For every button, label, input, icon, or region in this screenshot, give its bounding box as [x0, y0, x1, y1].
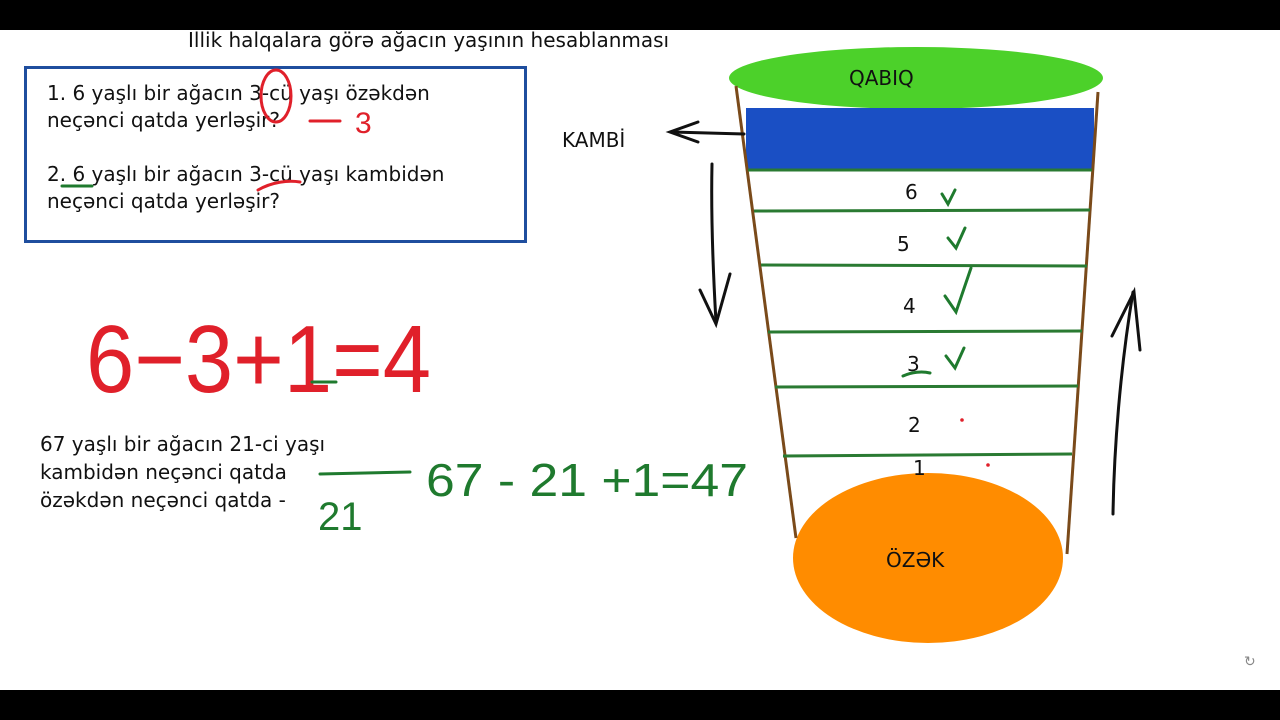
page-title: Illik halqalara görə ağacın yaşının hesa… — [188, 30, 670, 52]
cambium-label: KAMBİ — [562, 128, 626, 152]
trunk-left-line — [734, 85, 798, 539]
fraction-line — [318, 470, 412, 476]
ring-label-4: 4 — [903, 294, 916, 318]
formula-red: 6−3+1=4 — [86, 306, 431, 413]
question-box: 1. 6 yaşlı bir ağacın 3-cü yaşı özəkdən … — [24, 66, 527, 243]
letterbox-bottom — [0, 690, 1280, 720]
underline-mark — [901, 370, 932, 378]
tree-diagram: 3 6−3+1=4 21 67 - 21 +1=47 — [60, 47, 1142, 643]
ring-label-6: 6 — [905, 180, 918, 204]
q3-answer-core: 21 — [318, 495, 363, 539]
core-label: ÖZƏK — [886, 548, 945, 572]
letterbox-top — [0, 0, 1280, 30]
ring-label-5: 5 — [897, 232, 910, 256]
bark-label: QABIQ — [849, 66, 914, 90]
formula-green: 67 - 21 +1=47 — [426, 454, 748, 506]
ink-dot — [986, 463, 990, 467]
ring-label-1: 1 — [913, 456, 926, 480]
ring-label-2: 2 — [908, 413, 921, 437]
arrow-up-icon — [1110, 286, 1142, 516]
question-3: 67 yaşlı bir ağacın 21-ci yaşı kambidən … — [40, 432, 326, 512]
underline-mark — [256, 179, 302, 192]
question-1: 1. 6 yaşlı bir ağacın 3-cü yaşı özəkdən … — [47, 81, 430, 132]
cambium-band — [746, 108, 1094, 170]
arrow-down-icon — [698, 162, 732, 329]
question-2: 2. 6 yaşlı bir ağacın 3-cü yaşı kambidən… — [47, 162, 445, 213]
checkmark-icon — [946, 226, 967, 251]
ring-line — [767, 329, 1083, 334]
core-ellipse — [793, 473, 1063, 643]
ring-line — [774, 384, 1079, 389]
whiteboard-canvas: Illik halqalara görə ağacın yaşının hesa… — [0, 30, 1280, 690]
checkmark-icon — [944, 346, 966, 371]
arrow-left-icon — [665, 120, 746, 144]
trunk-right-line — [1065, 91, 1100, 555]
ring-line — [760, 263, 1088, 268]
circle-mark — [259, 68, 293, 124]
bark-ellipse — [729, 47, 1103, 109]
ink-dot — [960, 418, 964, 422]
q1-answer: 3 — [355, 107, 372, 140]
checkmark-icon — [943, 266, 973, 316]
cursor-icon: ↻ — [1244, 654, 1256, 670]
ring-line — [782, 452, 1073, 458]
ring-label-3: 3 — [907, 352, 920, 376]
checkmark-icon — [940, 188, 957, 208]
ring-line — [753, 208, 1091, 213]
